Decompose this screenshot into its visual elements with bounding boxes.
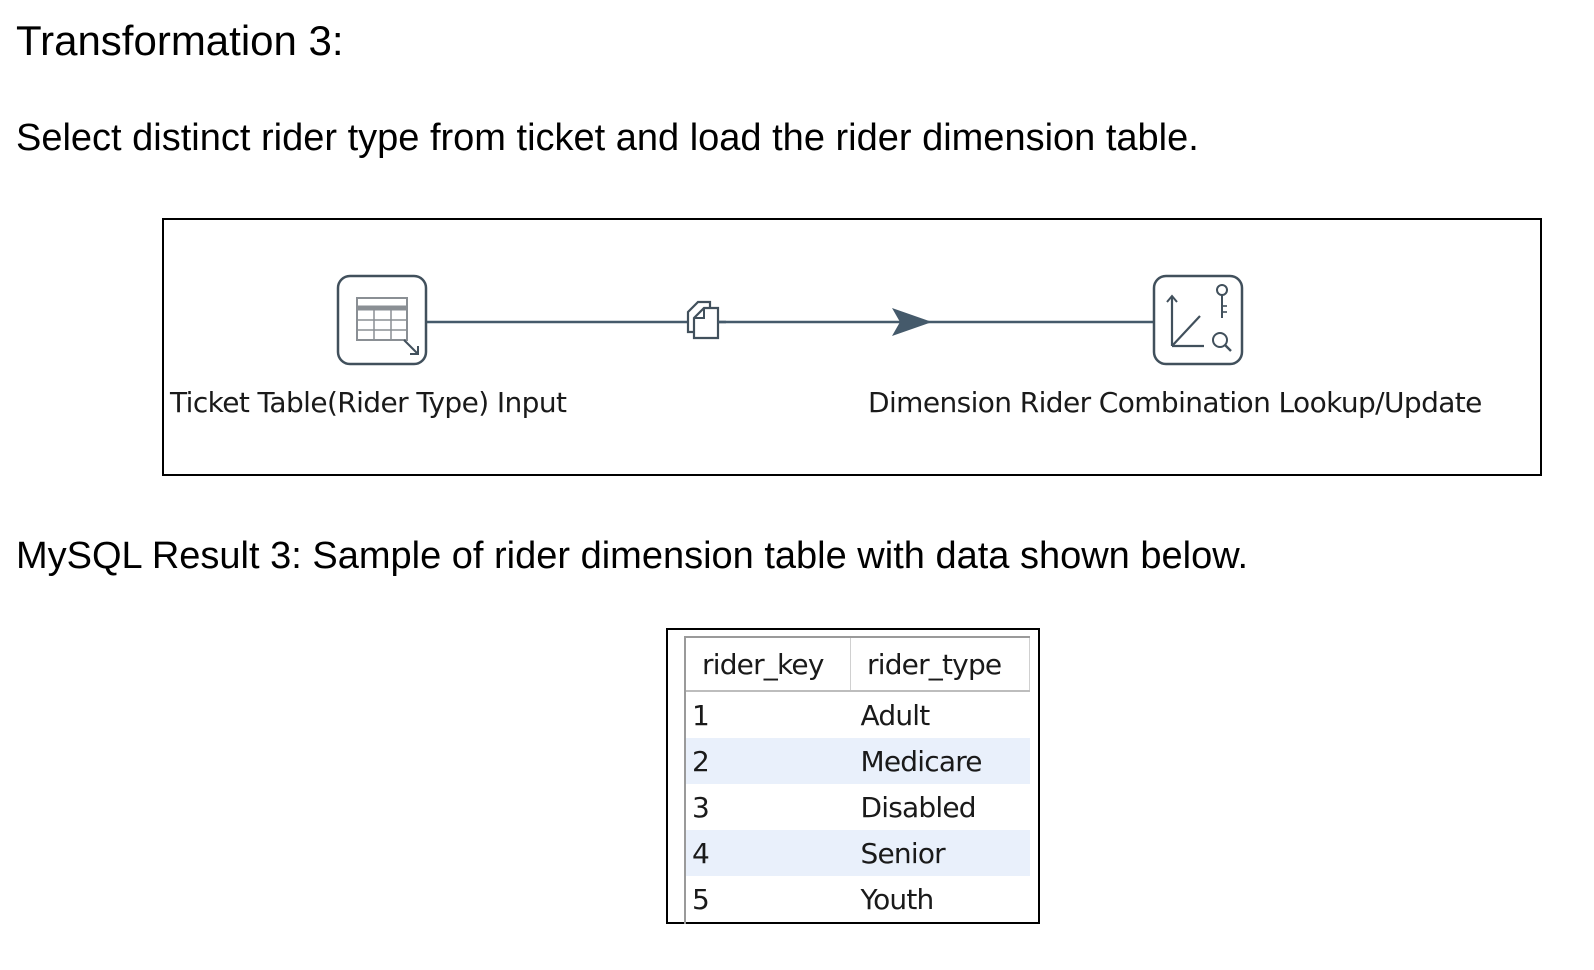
target-step-label: Dimension Rider Combination Lookup/Updat… bbox=[868, 386, 1482, 419]
cell-rider-type: Adult bbox=[860, 698, 931, 732]
cell-rider-type: Senior bbox=[850, 830, 1030, 876]
intro-text: Select distinct rider type from ticket a… bbox=[16, 117, 1199, 159]
cell-rider-key: 1 bbox=[692, 698, 710, 732]
cell-rider-type: Medicare bbox=[850, 738, 1030, 784]
result-grid-panel: rider_key rider_type 1 Adult 2 Medicare … bbox=[666, 628, 1040, 924]
table-row[interactable]: 5 Youth bbox=[686, 876, 1030, 922]
cell-rider-key: 5 bbox=[692, 882, 710, 916]
cell-rider-type: Youth bbox=[860, 882, 935, 916]
transformation-diagram: Ticket Table(Rider Type) Input Dimension… bbox=[162, 218, 1542, 476]
table-input-icon[interactable] bbox=[336, 274, 428, 366]
table-row[interactable]: 1 Adult bbox=[686, 691, 1030, 738]
copy-rows-icon[interactable] bbox=[686, 300, 726, 340]
table-row[interactable]: 4 Senior bbox=[686, 830, 1030, 876]
table-header-row: rider_key rider_type bbox=[686, 638, 1030, 692]
result-caption: MySQL Result 3: Sample of rider dimensio… bbox=[16, 535, 1249, 577]
dimension-lookup-icon[interactable] bbox=[1152, 274, 1244, 366]
column-header-rider-type[interactable]: rider_type bbox=[850, 638, 1030, 692]
cell-rider-key: 3 bbox=[692, 790, 710, 824]
table-row[interactable]: 2 Medicare bbox=[686, 738, 1030, 784]
page-heading: Transformation 3: bbox=[16, 17, 344, 64]
result-grid: rider_key rider_type 1 Adult 2 Medicare … bbox=[684, 636, 1030, 924]
transformation-canvas bbox=[336, 274, 1244, 366]
table-row[interactable]: 3 Disabled bbox=[686, 784, 1030, 830]
column-header-rider-key[interactable]: rider_key bbox=[686, 638, 851, 692]
source-step-label: Ticket Table(Rider Type) Input bbox=[170, 386, 567, 419]
cell-rider-key: 4 bbox=[686, 830, 851, 876]
cell-rider-key: 2 bbox=[686, 738, 851, 784]
arrow-right-icon bbox=[892, 308, 932, 336]
rider-dimension-table: rider_key rider_type 1 Adult 2 Medicare … bbox=[686, 638, 1030, 922]
cell-rider-type: Disabled bbox=[860, 790, 977, 824]
